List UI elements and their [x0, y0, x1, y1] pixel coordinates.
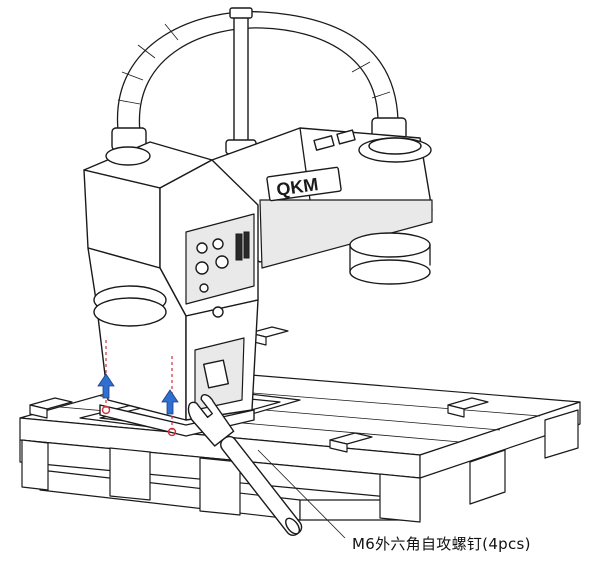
cable-duct — [111, 11, 407, 151]
wrench-icon — [187, 394, 303, 536]
screw-spec-caption: M6外六角自攻螺钉(4pcs) — [352, 535, 531, 553]
second-arm: QKM — [211, 127, 433, 285]
ball-screw-shaft — [225, 7, 257, 155]
wooden-pallet — [19, 326, 581, 523]
up-arrow-icon — [97, 373, 115, 399]
screw-icon — [101, 405, 111, 415]
robot-base — [83, 141, 259, 437]
up-arrow-icon — [161, 389, 179, 415]
screw-icon — [167, 427, 177, 437]
caption-leader — [257, 449, 346, 539]
